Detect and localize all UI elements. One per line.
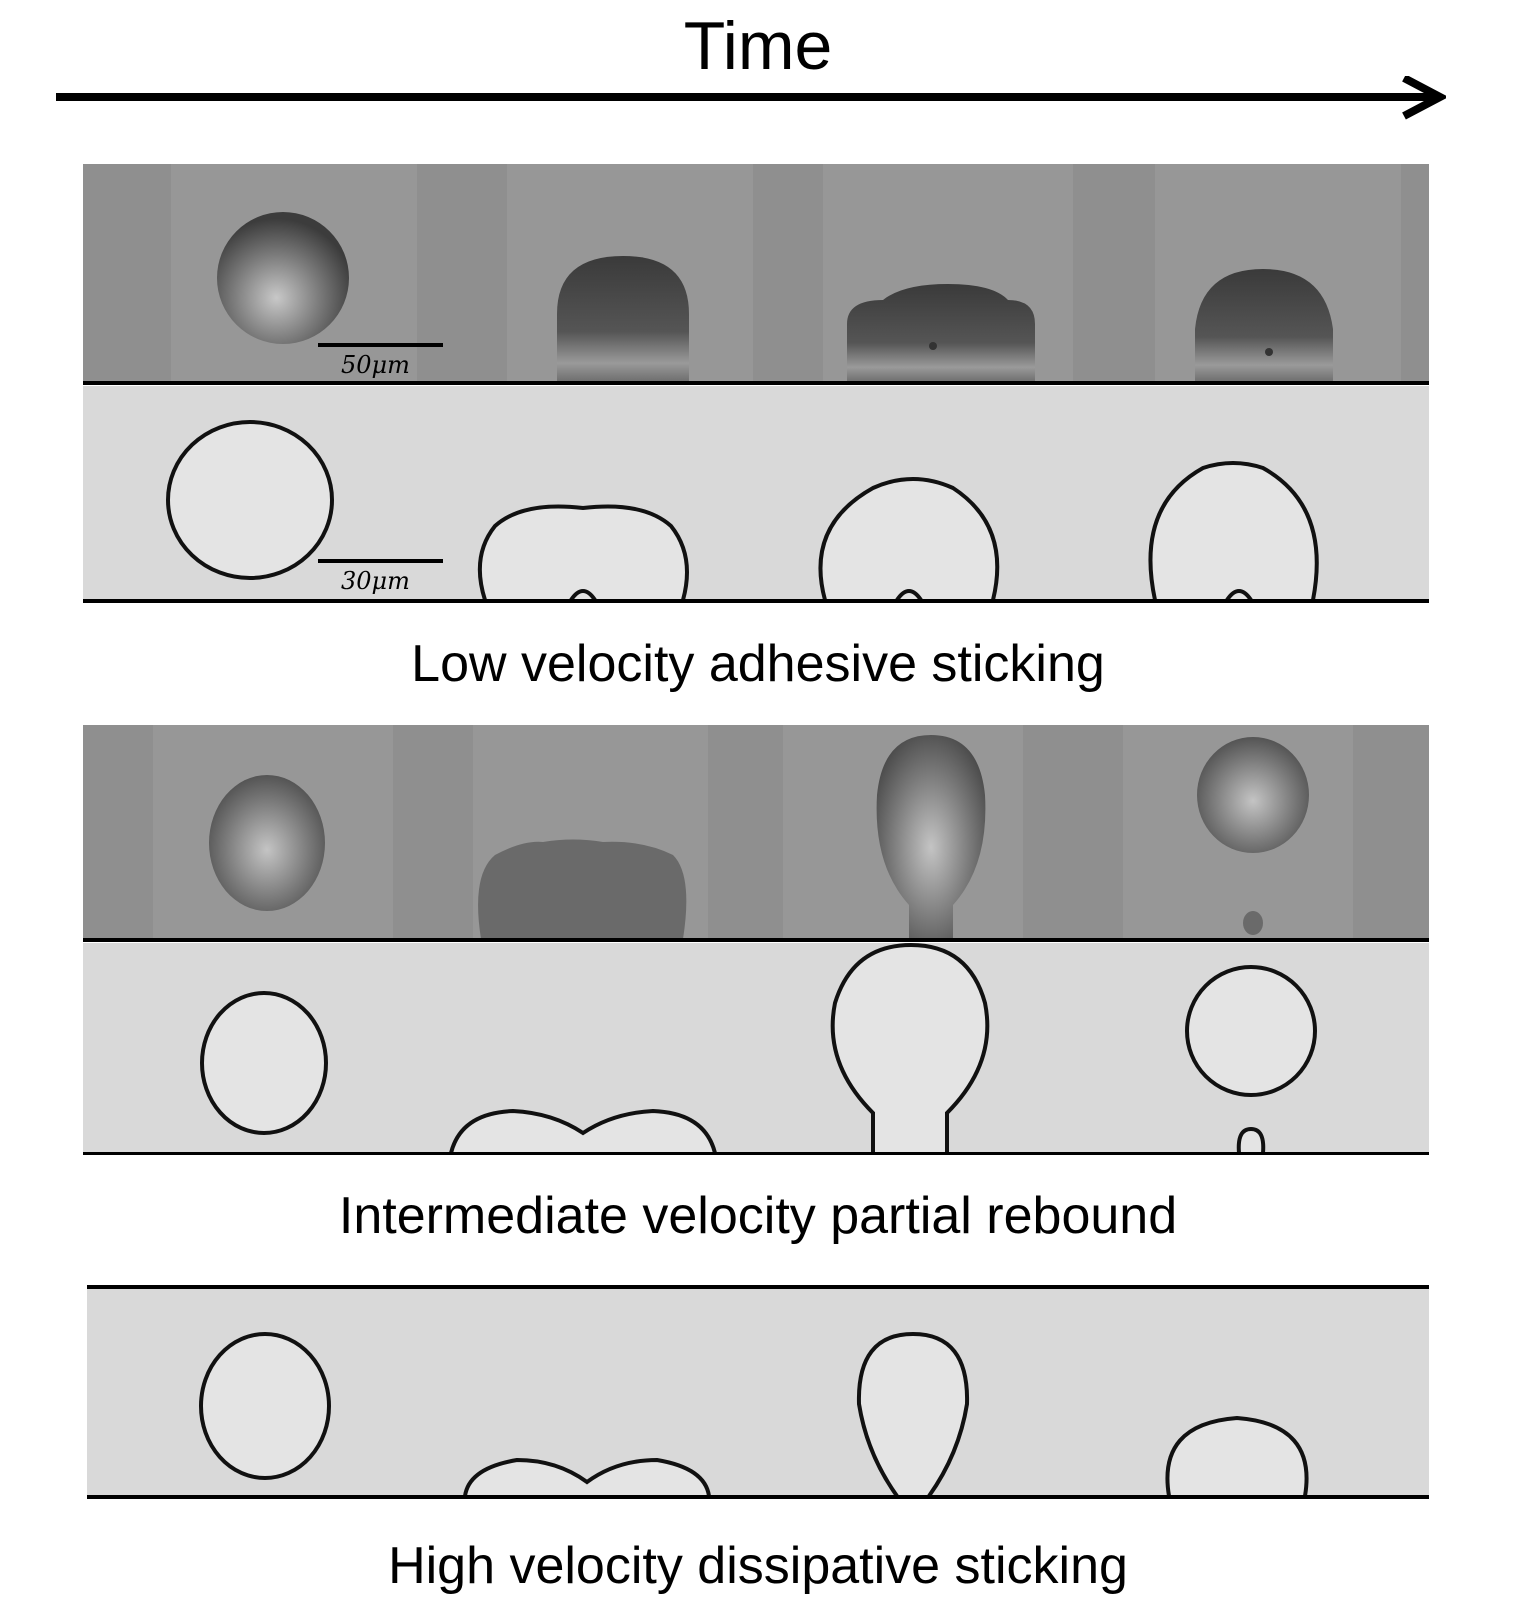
droplet-icon bbox=[209, 775, 325, 911]
droplet-icon bbox=[478, 839, 687, 939]
droplet-icon bbox=[557, 256, 689, 382]
scale-bar-label: 30μm bbox=[341, 567, 410, 595]
regime-2-caption: Intermediate velocity partial rebound bbox=[338, 1187, 1178, 1245]
satellite-droplet-icon bbox=[1236, 1126, 1266, 1154]
regime-3-caption: High velocity dissipative sticking bbox=[388, 1537, 1128, 1595]
time-arrow-icon bbox=[56, 76, 1446, 120]
droplet-icon bbox=[830, 943, 990, 1153]
droplet-icon bbox=[1148, 461, 1319, 601]
regime-1-experiment-panel: 50μm bbox=[83, 164, 1429, 385]
regime-1-simulation-panel: 30μm bbox=[83, 386, 1429, 603]
droplet-icon bbox=[200, 991, 328, 1135]
droplet-icon bbox=[1197, 737, 1309, 853]
regime-3-simulation-panel bbox=[87, 1285, 1429, 1499]
droplet-icon bbox=[1195, 269, 1333, 382]
satellite-droplet-icon bbox=[1243, 911, 1263, 935]
time-axis-title: Time bbox=[683, 8, 833, 84]
regime-2-experiment-panel bbox=[83, 725, 1429, 942]
droplet-icon bbox=[847, 284, 1035, 382]
droplet-icon bbox=[166, 420, 334, 580]
droplet-icon bbox=[856, 1331, 970, 1498]
droplet-icon bbox=[463, 1457, 711, 1497]
droplet-icon bbox=[1185, 965, 1317, 1097]
droplet-icon bbox=[199, 1332, 331, 1480]
droplet-icon bbox=[1165, 1415, 1309, 1497]
droplet-icon bbox=[449, 1108, 717, 1154]
regime-2-simulation-panel bbox=[83, 943, 1429, 1155]
regime-1-caption: Low velocity adhesive sticking bbox=[411, 635, 1105, 693]
droplet-icon bbox=[217, 212, 349, 344]
scale-bar-label: 50μm bbox=[341, 351, 410, 379]
droplet-icon bbox=[876, 735, 986, 939]
droplet-icon bbox=[818, 477, 1000, 601]
droplet-icon bbox=[477, 504, 689, 601]
